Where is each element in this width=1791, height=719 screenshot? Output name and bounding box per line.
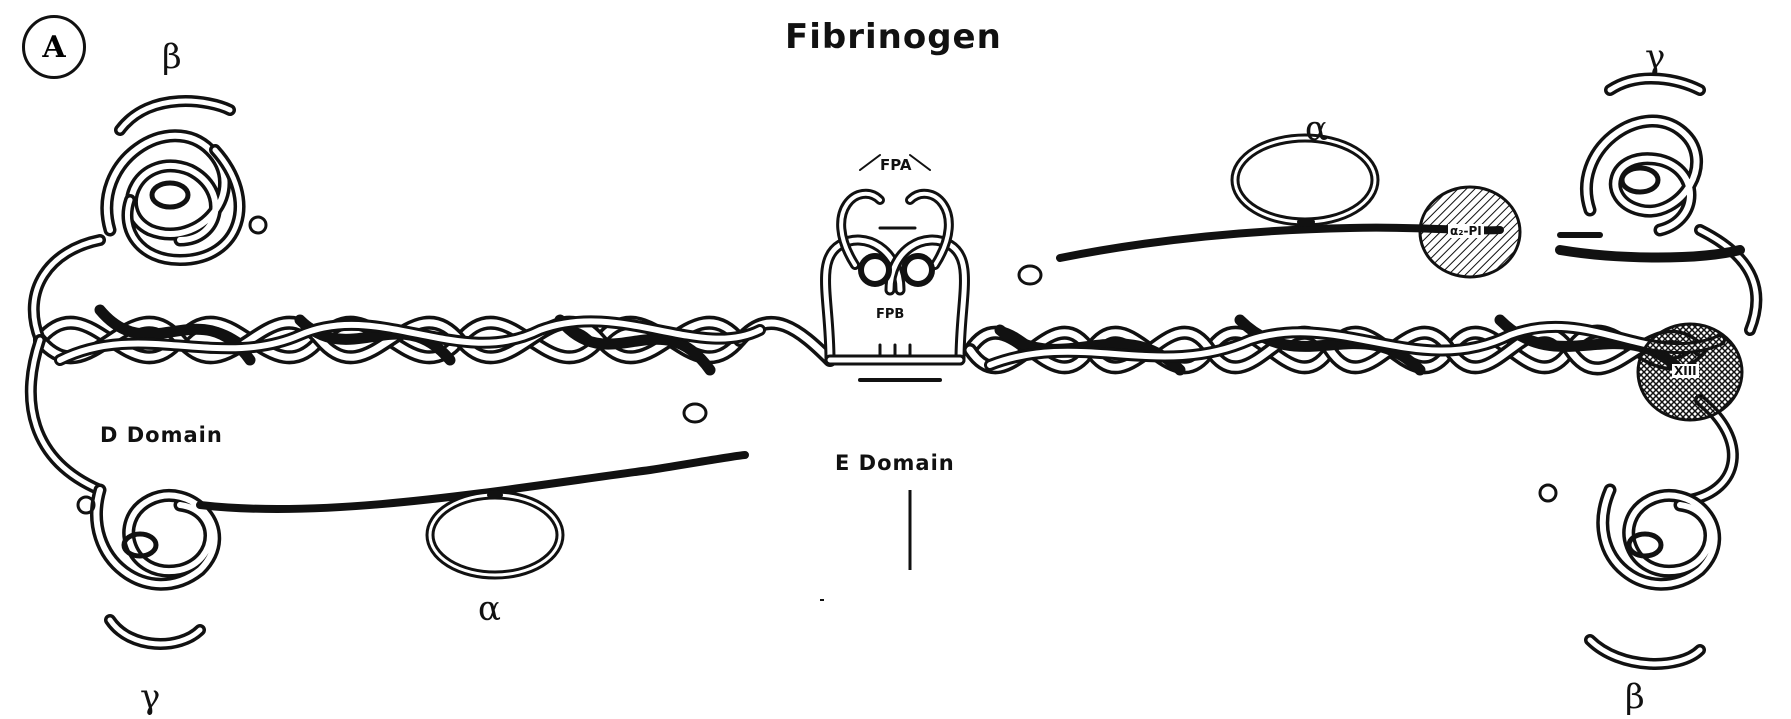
panel-label-badge: A [22, 15, 86, 79]
e-domain-center [826, 155, 965, 380]
gamma-nodule-bottom-left [31, 340, 215, 644]
fpb-label: FPB [876, 308, 904, 321]
alpha-label-top-right: α [1305, 112, 1328, 146]
beta-label-top-left: β [162, 40, 182, 74]
gamma-label-top-right: γ [1645, 40, 1665, 74]
beta-nodule-top-left [34, 101, 266, 340]
e-domain-label: E Domain [835, 453, 955, 474]
beta-nodule-bottom-right [1540, 400, 1733, 664]
panel-label: A [42, 30, 65, 65]
alpha-chain-left [200, 455, 745, 575]
diagram-title: Fibrinogen [785, 20, 1002, 54]
fpa-label: FPA [880, 158, 911, 173]
gamma-label-bottom-left: γ [140, 680, 160, 714]
beta-label-bottom-right: β [1625, 680, 1645, 714]
d-domain-label: D Domain [100, 425, 223, 446]
factor-xiii-label: XIII [1672, 364, 1699, 378]
gamma-nodule-top-right [1560, 78, 1756, 330]
coiled-coil-right [970, 320, 1720, 370]
alpha-label-bottom-left: α [478, 592, 501, 626]
coiled-coil-left [40, 310, 830, 370]
alpha2-pi-label: α₂-PI [1448, 224, 1484, 238]
